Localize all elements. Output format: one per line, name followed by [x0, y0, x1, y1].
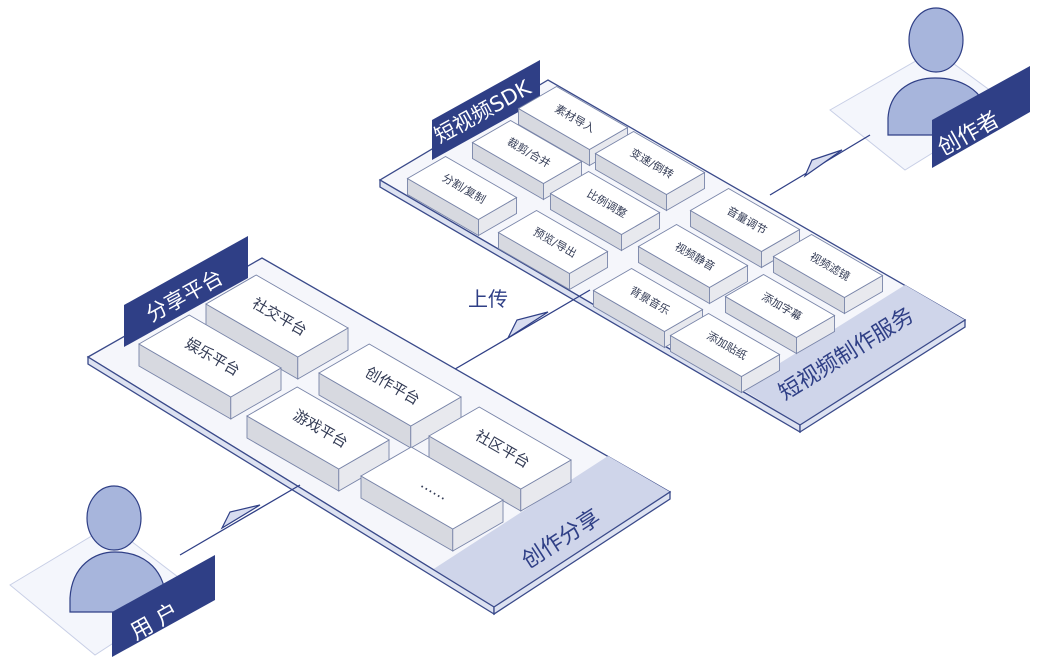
user-figure: 用 户 [9, 485, 215, 657]
user-head-icon [86, 485, 142, 551]
share-panel: 创作分享 分享平台 社交平台娱乐平台创作平台游戏平台社区平台...... [86, 236, 672, 616]
module-box-top-face [637, 223, 749, 289]
module-box-top-face [428, 406, 572, 490]
share-plate-shade [432, 456, 670, 607]
module-box-sdk-5: 音量调节 [689, 187, 801, 269]
creator-head-icon [908, 7, 964, 73]
module-box-sdk-1: 裁剪/合并 [471, 119, 583, 201]
module-box-top-face [471, 119, 583, 185]
user-arrow-icon [220, 504, 261, 530]
sdk-module-list: 素材导入裁剪/合并变速/倒转分割/复制比例调整音量调节预览/导出视频静音视频滤镜… [406, 85, 884, 394]
upload-connector [449, 289, 591, 373]
share-title-banner [124, 236, 248, 347]
module-box-share-4: 社区平台 [428, 406, 572, 512]
module-box-sdk-2: 变速/倒转 [594, 130, 706, 212]
module-box-top-face [772, 233, 884, 299]
module-box-share-3: 游戏平台 [246, 386, 390, 492]
module-box-sdk-4: 比例调整 [549, 170, 661, 252]
sdk-panel: 短视频制作服务 短视频SDK 素材导入裁剪/合并变速/倒转分割/复制比例调整音量… [378, 60, 967, 434]
module-box-top-face [406, 155, 518, 221]
creator-arrow-icon [803, 149, 843, 178]
module-box-top-face [138, 314, 282, 398]
sdk-plate-shade [740, 285, 965, 425]
upload-label: 上传 [468, 287, 508, 311]
module-box-sdk-10: 添加字幕 [724, 273, 836, 355]
module-box-top-face [669, 312, 781, 378]
share-platform-list: 社交平台娱乐平台创作平台游戏平台社区平台...... [138, 274, 572, 552]
creator-figure: 创作者 [829, 7, 1030, 171]
user-connector [179, 484, 301, 556]
sdk-plate-edge-right [799, 318, 966, 434]
module-box-sdk-7: 视频静音 [637, 223, 749, 305]
module-box-share-2: 创作平台 [318, 343, 462, 449]
module-box-sdk-8: 视频滤镜 [772, 233, 884, 315]
user-banner [112, 555, 215, 657]
module-box-top-face [360, 446, 504, 530]
module-box-top-face [246, 386, 390, 470]
module-box-top-face [724, 273, 836, 339]
module-box-top-face [549, 170, 661, 236]
module-box-sdk-9: 背景音乐 [592, 267, 704, 349]
module-box-sdk-11: 添加贴纸 [669, 312, 781, 394]
module-box-top-face [594, 130, 706, 196]
sdk-title-banner [432, 60, 540, 160]
upload-arrow-icon [506, 311, 549, 340]
share-plate-edge-right [493, 490, 671, 616]
module-box-share-5: ...... [360, 446, 504, 552]
module-box-sdk-6: 预览/导出 [497, 209, 609, 291]
module-box-top-face [592, 267, 704, 333]
module-box-share-0: 社交平台 [205, 274, 349, 380]
creator-banner [932, 66, 1030, 168]
module-box-top-face [318, 343, 462, 427]
module-box-top-face [517, 85, 629, 151]
module-box-top-face [689, 187, 801, 253]
module-box-top-face [497, 209, 609, 275]
module-box-top-face [205, 274, 349, 358]
module-box-sdk-3: 分割/复制 [406, 155, 518, 237]
module-box-share-1: 娱乐平台 [138, 314, 282, 420]
